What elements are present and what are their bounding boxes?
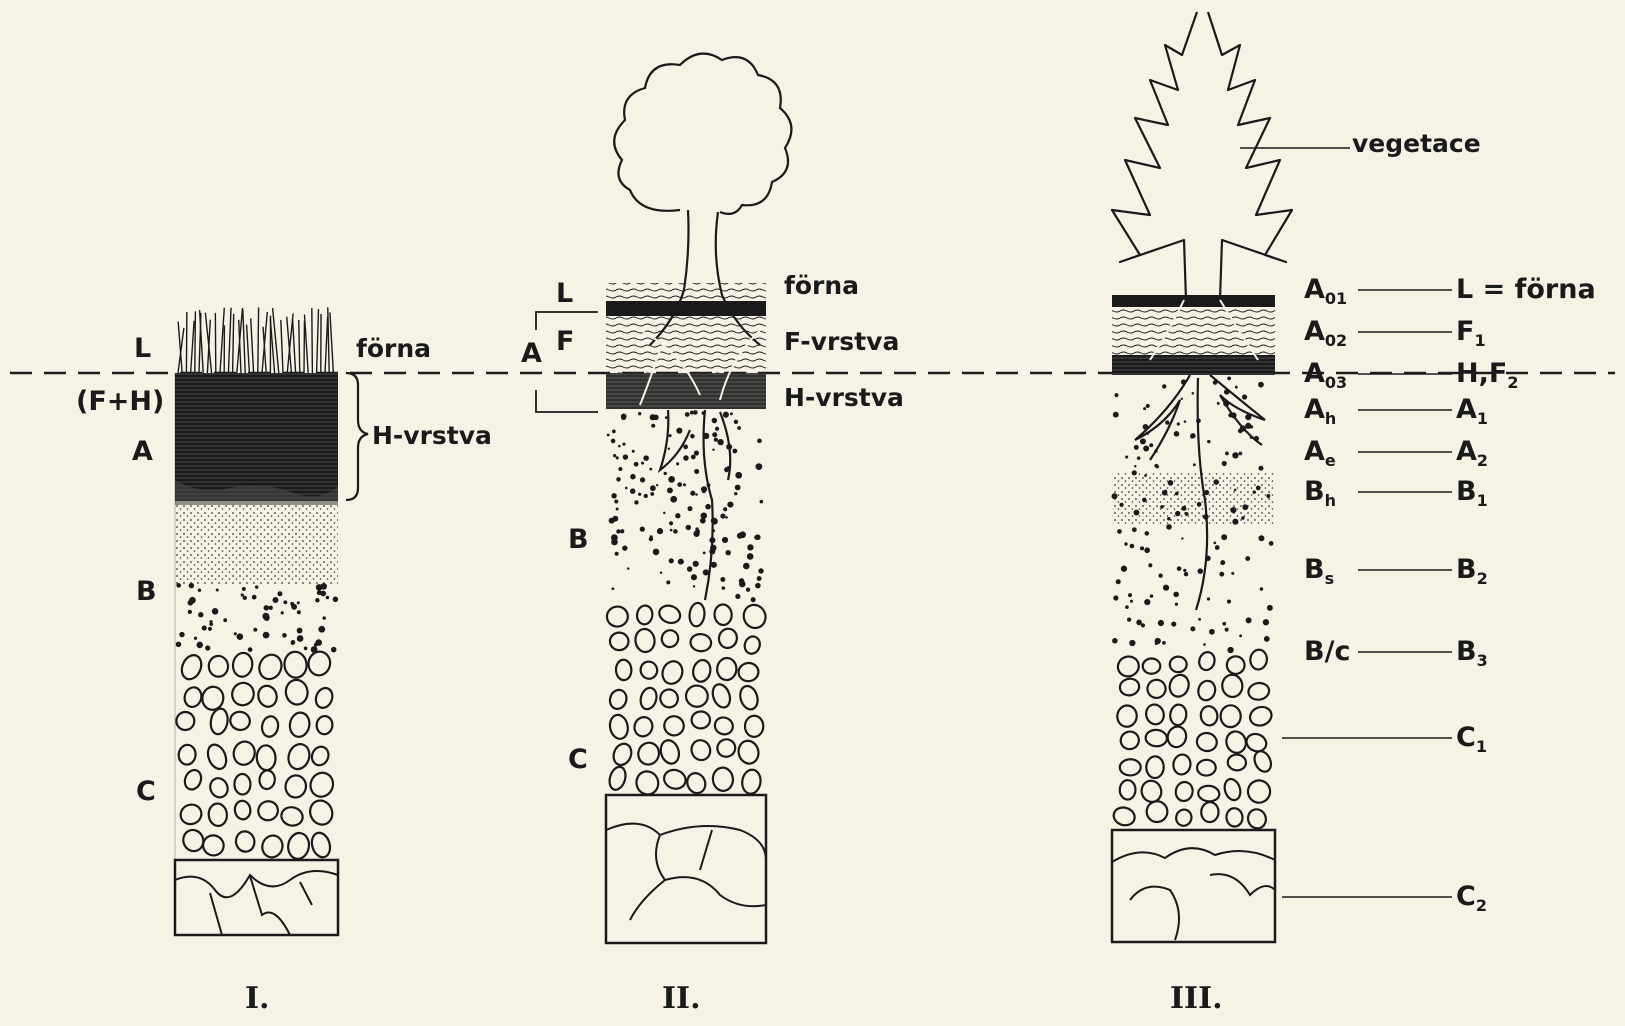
bedrock: [606, 795, 766, 943]
p1-label-C: C: [136, 776, 156, 807]
humus-layer: [175, 373, 338, 501]
c-horizon-stones: [1112, 649, 1274, 831]
p2-label-fvrstva: F-vrstva: [784, 327, 899, 356]
profile-2: L A F B C förna F-vrstva H-vrstva II.: [521, 54, 904, 1016]
deciduous-tree-icon: [614, 54, 791, 214]
p3-label-vegetation: vegetace: [1352, 129, 1481, 158]
bedrock: [1112, 830, 1275, 942]
p3-right-label: B3: [1456, 636, 1488, 670]
b-horizon-coarse: [176, 583, 338, 653]
p3-caption: III.: [1170, 981, 1223, 1016]
p2-label-B: B: [568, 524, 589, 555]
p2-label-L: L: [556, 278, 573, 309]
p3-right-label: H,F2: [1456, 358, 1518, 392]
p1-label-FH: (F+H): [76, 386, 164, 417]
b-horizon-fine: [175, 505, 338, 585]
c-horizon-stones: [606, 602, 769, 797]
p1-label-B: B: [136, 576, 157, 607]
p2-label-A: A: [521, 338, 542, 369]
p3-left-label: Ae: [1304, 436, 1336, 470]
p1-caption: I.: [245, 981, 269, 1016]
c-horizon-stones: [175, 650, 337, 861]
p1-label-hvrstva: H-vrstva: [372, 421, 492, 450]
p3-left-label: A03: [1304, 358, 1347, 392]
p1-label-forna: förna: [356, 334, 431, 363]
profile-1: L (F+H) A B C förna H-vrstva I.: [76, 307, 492, 1016]
p3-left-label: Bh: [1304, 476, 1336, 510]
p1-label-L: L: [134, 333, 151, 364]
p1-label-A: A: [132, 436, 153, 467]
p2-label-hvrstva: H-vrstva: [784, 383, 904, 412]
p3-right-label: A1: [1456, 394, 1488, 428]
p3-right-label: C2: [1456, 881, 1487, 915]
p3-right-label: L = förna: [1456, 274, 1596, 305]
p3-right-label: B2: [1456, 554, 1488, 588]
tree-roots: [660, 410, 730, 600]
p3-right-label: C1: [1456, 722, 1487, 756]
grass-litter: [178, 307, 333, 373]
p3-left-label: Ah: [1304, 394, 1336, 428]
p3-left-label: Bs: [1304, 554, 1334, 588]
p2-label-F: F: [556, 326, 574, 357]
spruce-tree-icon: [1112, 12, 1292, 300]
p3-right-label: A2: [1456, 436, 1488, 470]
p1-brace: [346, 373, 368, 500]
p3-left-label: A02: [1304, 316, 1347, 350]
p2-label-C: C: [568, 744, 588, 775]
p2-label-forna: förna: [784, 271, 859, 300]
p3-right-label: F1: [1456, 316, 1486, 350]
p3-left-label: A01: [1304, 274, 1347, 308]
p3-right-label: B1: [1456, 476, 1488, 510]
p3-left-label: B/c: [1304, 636, 1350, 667]
p2-caption: II.: [662, 981, 701, 1016]
